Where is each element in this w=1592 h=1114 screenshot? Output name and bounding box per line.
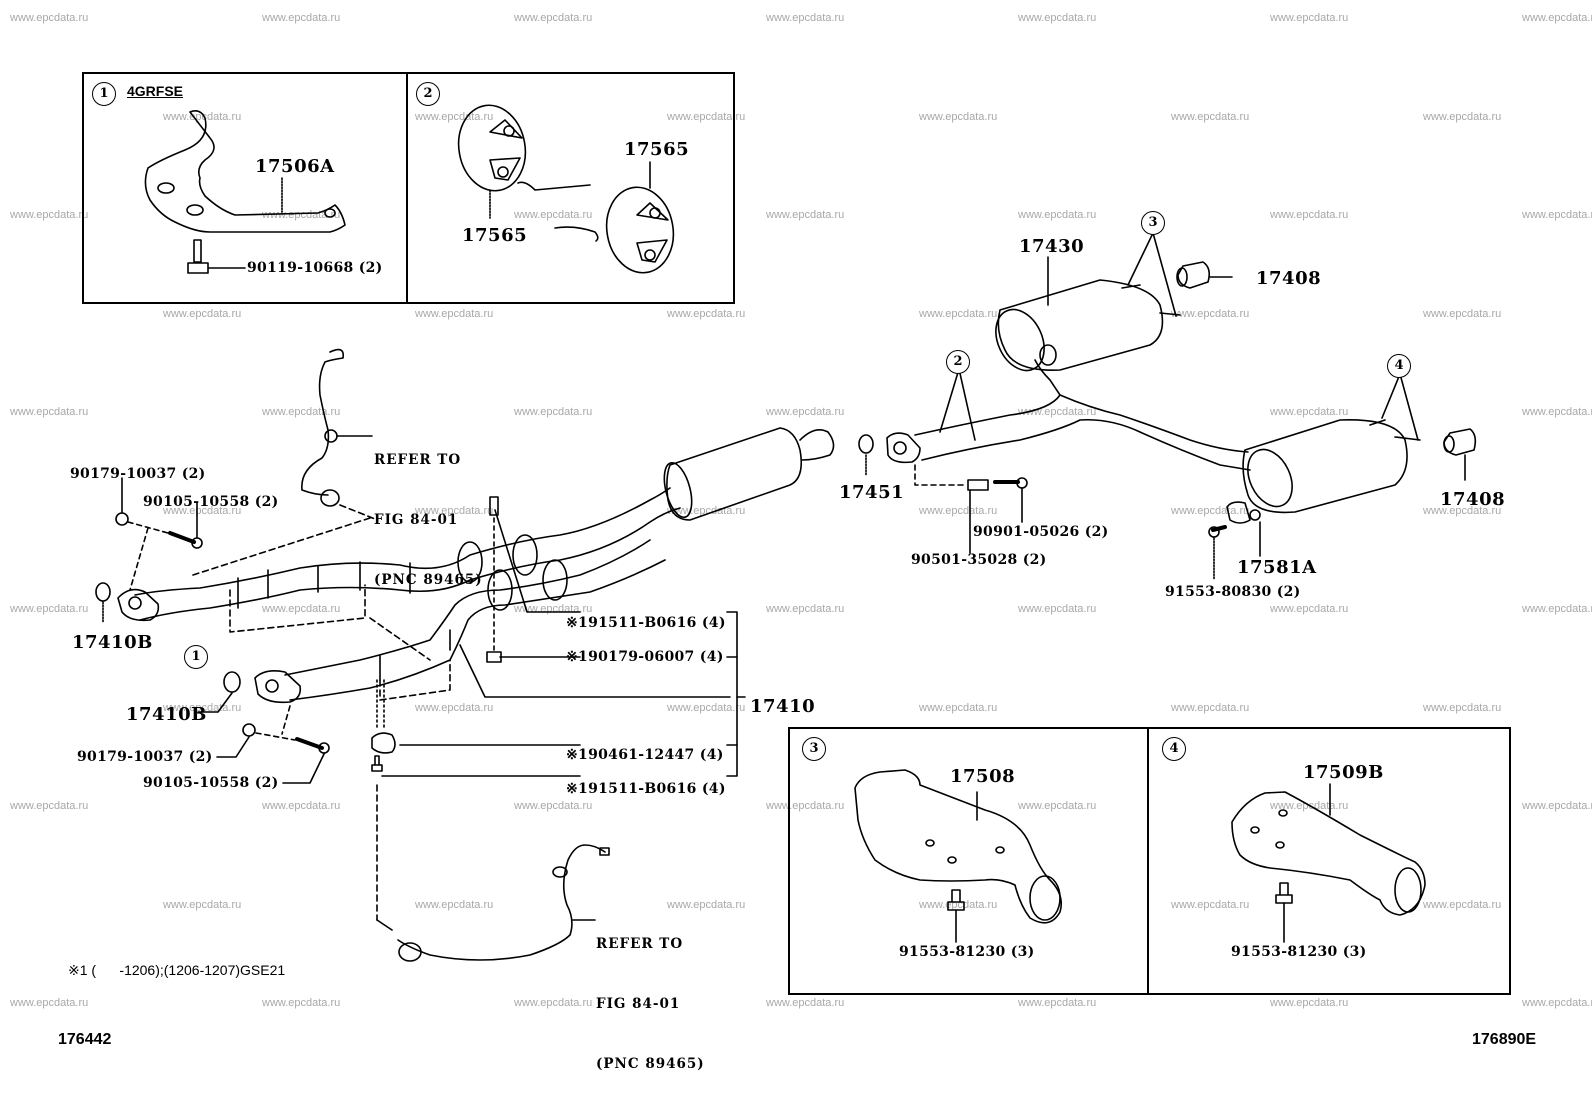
part-label-90179-10037-lower[interactable]: 90179-10037 (2) <box>77 749 213 765</box>
callout-marker-2: 2 <box>946 350 970 374</box>
part-label-17508[interactable]: 17508 <box>950 766 1016 787</box>
inset-2-marker: 2 <box>416 82 440 106</box>
part-label-17410[interactable]: 17410 <box>750 696 816 717</box>
part-label-17451[interactable]: 17451 <box>839 482 905 503</box>
part-label-90179-10037-upper[interactable]: 90179-10037 (2) <box>70 466 206 482</box>
bracket-17508-drawing <box>854 769 1063 943</box>
callout-marker-1: 1 <box>184 645 208 669</box>
part-label-17410b-lower[interactable]: 17410B <box>126 704 207 725</box>
part-label-91553-81230-b[interactable]: 91553-81230 (3) <box>1231 944 1367 960</box>
part-label-90105-10558-lower[interactable]: 90105-10558 (2) <box>143 775 279 791</box>
part-label-191511-b0616-upper[interactable]: ※191511-B0616 (4) <box>566 615 726 631</box>
part-label-17430[interactable]: 17430 <box>1019 236 1085 257</box>
inset-frame-2 <box>406 72 735 304</box>
part-label-17581a[interactable]: 17581A <box>1237 557 1317 578</box>
part-label-90901-05026[interactable]: 90901-05026 (2) <box>973 524 1109 540</box>
inset-3-marker: 3 <box>802 737 826 761</box>
part-label-90105-10558-upper[interactable]: 90105-10558 (2) <box>143 494 279 510</box>
bracket-17509b-drawing <box>1231 783 1426 943</box>
refer-note-upper-line1: REFER TO <box>374 452 462 468</box>
part-label-17565-left[interactable]: 17565 <box>462 225 528 246</box>
refer-note-upper[interactable]: REFER TO FIG 84-01 (PNC 89465) <box>374 410 483 630</box>
part-label-17565-right[interactable]: 17565 <box>624 139 690 160</box>
part-label-90119-10668[interactable]: 90119-10668 (2) <box>247 260 383 276</box>
center-pipe-and-muffler-drawing <box>858 232 1477 581</box>
figure-id-right: 176890E <box>1472 1031 1537 1048</box>
lower-o2-sensor-drawing <box>397 844 610 962</box>
refer-note-lower-line1: REFER TO <box>596 936 684 952</box>
front-flange-fasteners-drawing <box>95 477 330 784</box>
part-label-17410b-upper[interactable]: 17410B <box>72 632 153 653</box>
hanger-rubber-drawing <box>457 104 675 274</box>
part-label-191511-b0616-lower[interactable]: ※191511-B0616 (4) <box>566 781 726 797</box>
refer-note-lower-line3: (PNC 89465) <box>596 1056 705 1072</box>
refer-note-lower[interactable]: REFER TO FIG 84-01 (PNC 89465) <box>596 894 705 1114</box>
inset-1-marker: 1 <box>92 82 116 106</box>
refer-note-lower-line2: FIG 84-01 <box>596 996 681 1012</box>
part-label-17408-upper[interactable]: 17408 <box>1256 268 1322 289</box>
bracket-17506a-drawing <box>144 110 346 274</box>
figure-id-left: 176442 <box>58 1031 112 1048</box>
part-label-90501-35028[interactable]: 90501-35028 (2) <box>911 552 1047 568</box>
inset-4-marker: 4 <box>1162 737 1186 761</box>
callout-marker-3: 3 <box>1141 211 1165 235</box>
part-label-190179-06007[interactable]: ※190179-06007 (4) <box>566 649 724 665</box>
callout-marker-4: 4 <box>1387 354 1411 378</box>
part-label-17509b[interactable]: 17509B <box>1303 762 1384 783</box>
inset-1-title: 4GRFSE <box>127 83 184 99</box>
refer-note-upper-line2: FIG 84-01 <box>374 512 459 528</box>
inset-frame-4 <box>1147 727 1511 995</box>
part-label-91553-80830[interactable]: 91553-80830 (2) <box>1165 584 1301 600</box>
part-label-17408-lower[interactable]: 17408 <box>1440 489 1506 510</box>
upper-o2-sensor-drawing <box>301 348 376 520</box>
refer-note-upper-line3: (PNC 89465) <box>374 572 483 588</box>
part-label-17506a[interactable]: 17506A <box>255 156 335 177</box>
part-label-91553-81230-a[interactable]: 91553-81230 (3) <box>899 944 1035 960</box>
applicability-footnote: ※1 ( -1206);(1206-1207)GSE21 <box>68 962 286 978</box>
front-exhaust-pipe-17410-drawing <box>117 427 835 931</box>
part-label-190461-12447[interactable]: ※190461-12447 (4) <box>566 747 724 763</box>
